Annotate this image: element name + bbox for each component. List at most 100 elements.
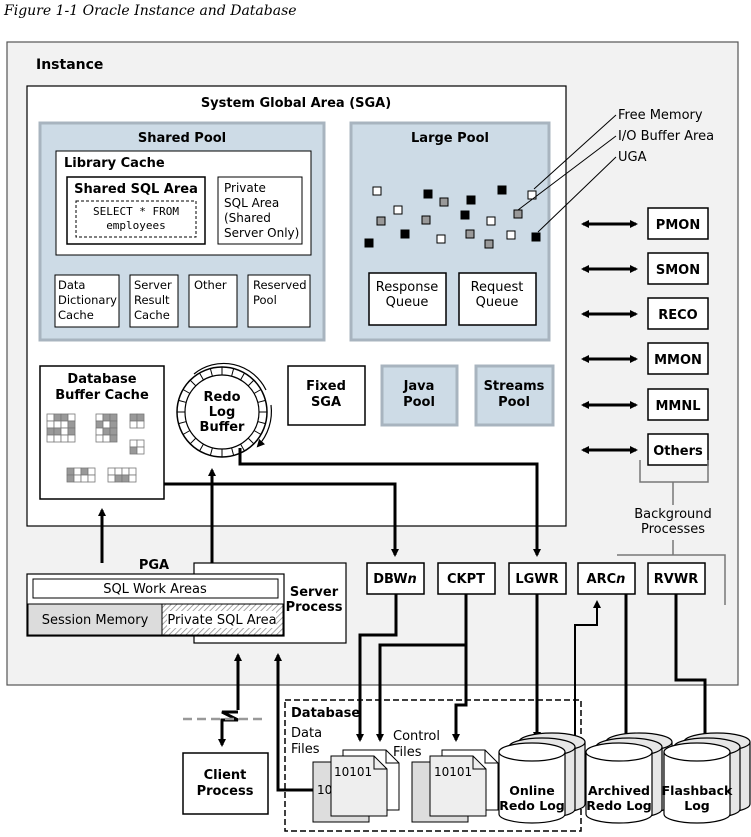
- background-process-list: PMON SMON RECO MMON MMNL Others: [581, 207, 709, 466]
- svg-text:RECO: RECO: [658, 308, 697, 323]
- other-label: Other: [194, 278, 227, 292]
- response-queue-l1: Response: [376, 280, 438, 295]
- rvwr-label: RVWR: [654, 572, 698, 587]
- src-l1: Server: [134, 278, 172, 292]
- redo-log-buffer: Redo Log Buffer: [176, 362, 273, 458]
- control-files-stack: 10101: [411, 749, 499, 823]
- svg-text:10101: 10101: [334, 765, 372, 779]
- dbwn-label: DBWn: [373, 572, 417, 587]
- private-sql-area-shared-l2: SQL Area: [224, 196, 279, 210]
- library-cache-label: Library Cache: [64, 156, 165, 171]
- svg-text:SMON: SMON: [656, 263, 700, 278]
- streams-pool-box: [474, 364, 555, 427]
- flashback-l2: Log: [684, 798, 710, 813]
- client-process-l1: Client: [204, 768, 247, 783]
- control-files-l2: Files: [393, 745, 422, 760]
- session-memory-box: [27, 603, 163, 636]
- sql-work-areas-label: SQL Work Areas: [103, 582, 207, 597]
- response-queue-l2: Queue: [386, 295, 429, 310]
- background-brace-top: [639, 460, 709, 505]
- streams-pool-l2: Pool: [498, 395, 530, 410]
- data-files-stack: 10 10101: [312, 749, 400, 823]
- server-result-cache-box: [129, 274, 179, 328]
- data-files-l1: Data: [291, 726, 322, 741]
- select-statement-line2: employees: [106, 219, 166, 232]
- private-sql-area-shared-l4: Server Only): [224, 226, 299, 240]
- db-buffer-cache-l1: Database: [67, 372, 136, 387]
- control-files-l1: Control: [393, 729, 440, 744]
- reserved-l1: Reserved: [253, 278, 307, 292]
- online-redo-l1: Online: [509, 783, 554, 798]
- svg-text:10101: 10101: [434, 765, 472, 779]
- private-sql-area-shared-box: [217, 176, 303, 245]
- sql-work-areas-box: [32, 578, 279, 599]
- flashback-l1: Flashback: [662, 783, 733, 798]
- request-queue-box: [458, 272, 537, 326]
- session-memory-label: Session Memory: [42, 613, 149, 628]
- svg-text:PMON: PMON: [656, 218, 700, 233]
- bg-process-reco: RECO: [581, 297, 709, 330]
- svg-text:MMON: MMON: [654, 353, 702, 368]
- pga-title: PGA: [139, 558, 169, 573]
- online-redo-l2: Redo Log: [499, 798, 565, 813]
- ckpt-box: [437, 562, 496, 595]
- client-connection: [218, 710, 239, 747]
- select-statement-box: [75, 200, 197, 238]
- db-buffer-cache-l2: Buffer Cache: [55, 388, 149, 403]
- server-process-l1: Server: [290, 585, 339, 600]
- ckpt-label: CKPT: [447, 572, 485, 587]
- bg-process-smon: SMON: [581, 252, 709, 285]
- bg-process-others: Others: [581, 433, 709, 466]
- legend-line-uga: [537, 156, 617, 233]
- redo-l2: Log: [209, 405, 236, 420]
- background-brace-bottom: [617, 540, 726, 605]
- client-process-l2: Process: [197, 784, 254, 799]
- reserved-pool-box: [247, 274, 311, 328]
- redo-l3: Buffer: [200, 420, 246, 435]
- database-title: Database: [291, 706, 360, 721]
- arcn-label: ARCn: [587, 572, 626, 587]
- legend-uga: UGA: [618, 150, 647, 165]
- fixed-sga-l2: SGA: [311, 395, 341, 410]
- private-sql-area-shared-l3: (Shared: [224, 211, 271, 225]
- select-statement-line1: SELECT * FROM: [93, 205, 179, 218]
- background-label-l1: Background: [634, 507, 712, 522]
- request-queue-l2: Queue: [476, 295, 519, 310]
- legend-io-buffer: I/O Buffer Area: [618, 129, 714, 144]
- bg-process-mmon: MMON: [581, 342, 709, 375]
- legend-free-memory: Free Memory: [618, 108, 703, 123]
- src-l3: Cache: [134, 308, 170, 322]
- sga-title: System Global Area (SGA): [201, 96, 391, 111]
- private-sql-area-label: Private SQL Area: [167, 613, 276, 628]
- src-l2: Result: [134, 293, 170, 307]
- large-pool-title: Large Pool: [411, 131, 489, 146]
- client-process-box: [182, 752, 269, 815]
- fixed-sga-l1: Fixed: [306, 379, 346, 394]
- legend-line-free: [533, 114, 617, 190]
- legend-line-io: [517, 135, 617, 211]
- fixed-sga-box: [287, 365, 366, 426]
- svg-text:Others: Others: [653, 444, 703, 459]
- ddc-l2: Dictionary: [58, 293, 117, 307]
- buffer-cache-grid: [46, 413, 145, 483]
- svg-text:10: 10: [317, 783, 332, 797]
- data-dictionary-cache-box: [54, 274, 120, 328]
- request-queue-l1: Request: [471, 280, 524, 295]
- background-label-l2: Processes: [641, 522, 705, 537]
- archived-redo-l1: Archived: [588, 783, 650, 798]
- java-pool-box: [380, 364, 459, 427]
- instance-label: Instance: [36, 57, 103, 73]
- figure-title: Figure 1-1 Oracle Instance and Database: [4, 3, 297, 19]
- arcn-box: [577, 562, 636, 595]
- lgwr-label: LGWR: [515, 572, 558, 587]
- bg-process-mmnl: MMNL: [581, 388, 709, 421]
- ddc-l3: Cache: [58, 308, 94, 322]
- data-files-l2: Files: [291, 742, 320, 757]
- svg-text:MMNL: MMNL: [655, 399, 700, 414]
- java-pool-l1: Java: [403, 379, 435, 394]
- lgwr-box: [508, 562, 567, 595]
- rvwr-box: [647, 562, 706, 595]
- streams-pool-l1: Streams: [484, 379, 545, 394]
- redo-l1: Redo: [203, 390, 240, 405]
